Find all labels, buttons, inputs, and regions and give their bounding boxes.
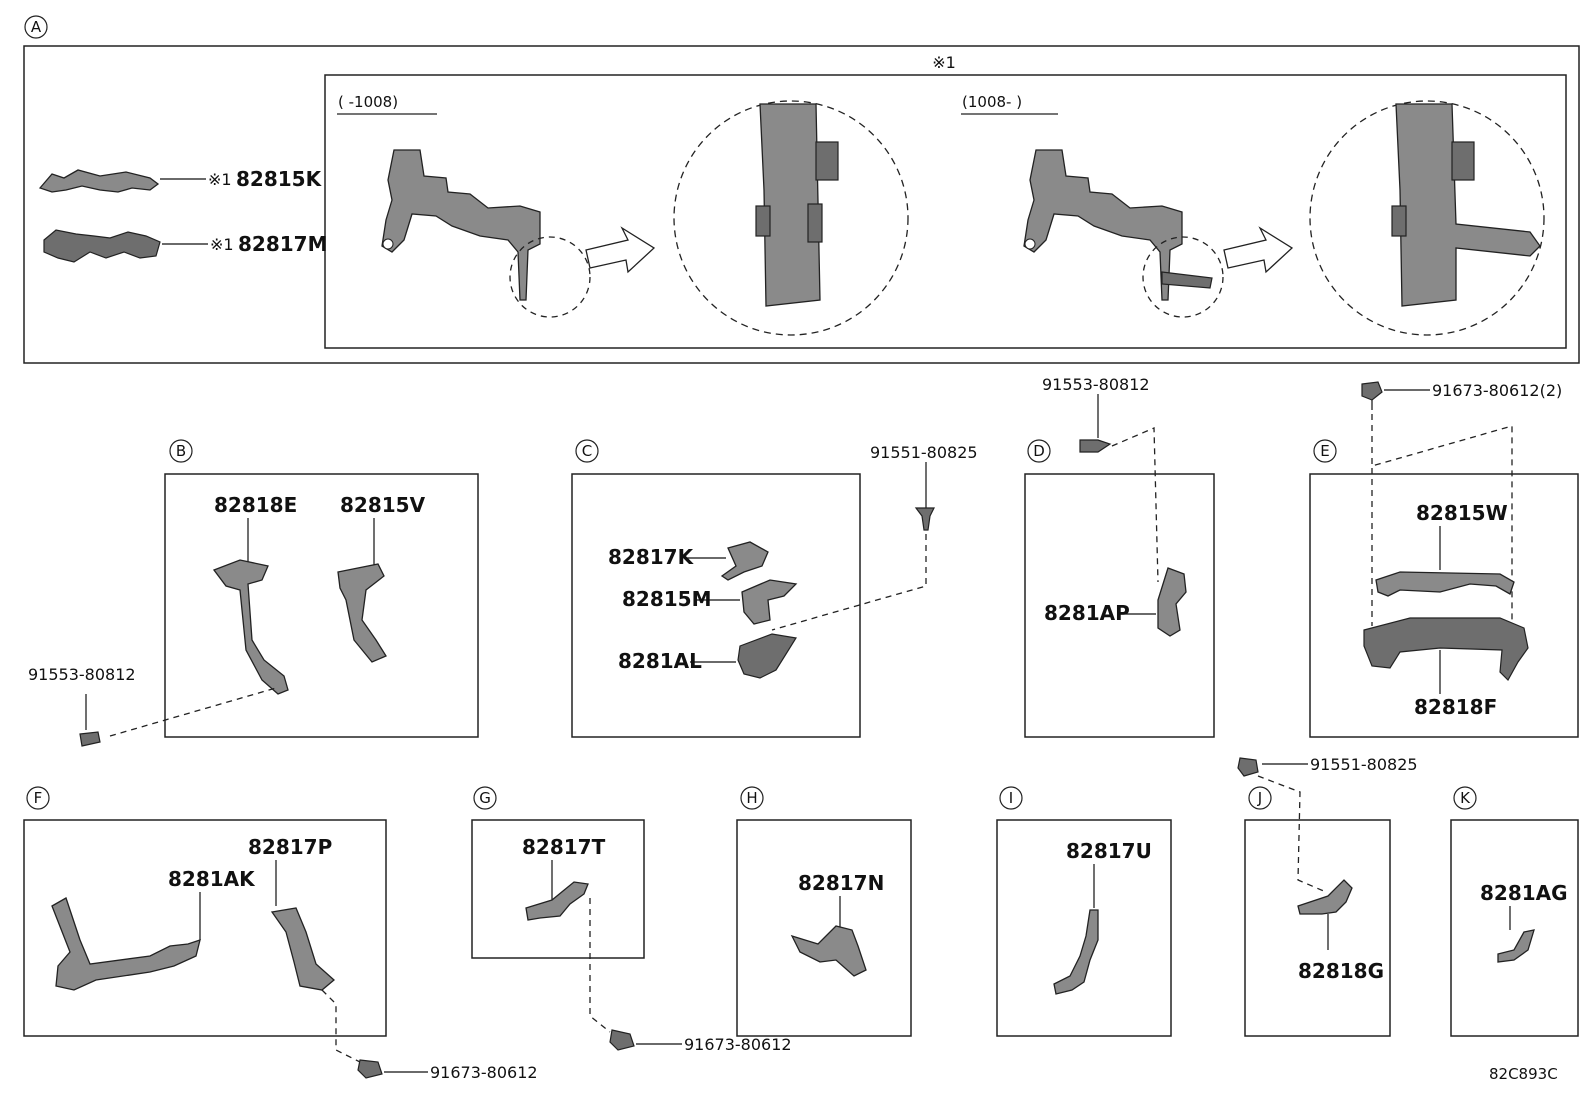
bolt-f-label: 91673-80612: [430, 1063, 538, 1082]
section-h-frame: [736, 819, 912, 1037]
part-82815k-shape: [38, 169, 160, 193]
section-a-inner-frame: [324, 74, 1567, 349]
section-k: K 8281AG: [1450, 786, 1579, 1037]
section-e-frame: [1309, 473, 1579, 738]
section-a-letter: A: [31, 18, 42, 36]
part-82817k-shape: [720, 541, 769, 581]
part-82817p-shape: [270, 907, 335, 991]
section-f-frame: [23, 819, 387, 1037]
section-b: B 82818E 82815V 91553-80812: [28, 439, 479, 747]
section-g-letter: G: [479, 789, 491, 807]
bracket-after-shape: [1023, 149, 1183, 301]
part-82818g-shape: [1297, 879, 1353, 915]
section-j-frame: [1244, 819, 1391, 1037]
section-i-frame: [996, 819, 1172, 1037]
part-82817p-label: 82817P: [248, 835, 332, 859]
arrow-after: [1223, 226, 1294, 274]
part-8281ap-shape: [1157, 567, 1187, 637]
detail-before-shape: [759, 103, 821, 307]
part-8281al-label: 8281AL: [618, 649, 702, 673]
range-before: ( -1008): [338, 93, 398, 111]
part-82818e-shape: [212, 559, 289, 695]
part-82817u-shape: [1053, 909, 1099, 995]
section-a: A ※1 ( -1008) (1008- ) ※1 82815K ※1 8281…: [23, 15, 1580, 364]
section-e-letter: E: [1320, 442, 1329, 460]
part-82818f-shape: [1363, 617, 1529, 681]
part-82818f-label: 82818F: [1414, 695, 1497, 719]
part-82817k-label: 82817K: [608, 545, 695, 569]
section-a-frame: [23, 45, 1580, 364]
section-c: C 82817K 82815M 8281AL 91551-80825: [571, 439, 978, 738]
detail-after-shape: [1395, 103, 1541, 307]
section-d-letter: D: [1033, 442, 1045, 460]
part-8281ag-label: 8281AG: [1480, 881, 1568, 905]
section-j-letter: J: [1257, 789, 1262, 807]
part-82818g-label: 82818G: [1298, 959, 1384, 983]
section-b-frame: [164, 473, 479, 738]
section-c-letter: C: [582, 442, 592, 460]
part-82817m-shape: [43, 229, 161, 263]
part-82815v-label: 82815V: [340, 493, 426, 517]
bolt-b-label: 91553-80812: [28, 665, 136, 684]
part-82815v-shape: [337, 563, 387, 663]
arrow-before: [585, 226, 656, 274]
section-i: I 82817U: [996, 786, 1172, 1037]
part-82818e-label: 82818E: [214, 493, 297, 517]
bracket-before-shape: [381, 149, 541, 301]
detail-circle-large-before: [673, 100, 909, 336]
part-82815m-shape: [741, 579, 798, 625]
detail-circle-small-after: [1142, 236, 1224, 318]
section-b-letter: B: [176, 442, 186, 460]
part-82817m-label: 82817M: [238, 232, 327, 256]
part-82817n-label: 82817N: [798, 871, 884, 895]
part-82817m-marker: ※1: [210, 235, 234, 254]
part-82817n-shape: [790, 925, 867, 977]
section-j: J 91551-80825 82818G: [1237, 755, 1418, 1037]
part-8281ap-label: 8281AP: [1044, 601, 1130, 625]
part-8281ag-shape: [1497, 929, 1535, 963]
section-i-letter: I: [1009, 789, 1013, 807]
part-8281ak-label: 8281AK: [168, 867, 256, 891]
section-d-frame: [1024, 473, 1215, 738]
detail-circle-large-after: [1309, 100, 1545, 336]
bolt-c-label: 91551-80825: [870, 443, 978, 462]
part-82815w-label: 82815W: [1416, 501, 1508, 525]
part-82815w-shape: [1375, 571, 1515, 597]
section-c-frame: [571, 473, 861, 738]
bolt-g-label: 91673-80612: [684, 1035, 792, 1054]
section-k-letter: K: [1460, 789, 1471, 807]
section-h-letter: H: [746, 789, 757, 807]
part-82817t-label: 82817T: [522, 835, 606, 859]
note-marker: ※1: [932, 53, 956, 72]
part-8281ak-shape: [51, 897, 201, 991]
part-82815k-label: 82815K: [236, 167, 323, 191]
part-8281al-shape: [737, 633, 797, 679]
detail-circle-small-before: [509, 236, 591, 318]
bolt-e-label: 91673-80612(2): [1432, 381, 1562, 400]
part-82815m-label: 82815M: [622, 587, 711, 611]
part-82815k-marker: ※1: [208, 170, 232, 189]
section-g-frame: [471, 819, 645, 959]
section-k-frame: [1450, 819, 1579, 1037]
bolt-d-label: 91553-80812: [1042, 375, 1150, 394]
part-82817u-label: 82817U: [1066, 839, 1152, 863]
section-g: G 82817T 91673-80612: [471, 786, 792, 1054]
section-d: D 91553-80812 8281AP: [1024, 375, 1215, 738]
figure-code: 82C893C: [1489, 1065, 1558, 1083]
section-e: E 91673-80612(2) 82815W 82818F: [1309, 381, 1579, 738]
section-h: H 82817N: [736, 786, 912, 1037]
section-f-letter: F: [34, 789, 43, 807]
section-f: F 8281AK 82817P 91673-80612: [23, 786, 538, 1082]
range-after: (1008- ): [962, 93, 1022, 111]
bolt-j-label: 91551-80825: [1310, 755, 1418, 774]
part-82817t-shape: [525, 881, 589, 921]
